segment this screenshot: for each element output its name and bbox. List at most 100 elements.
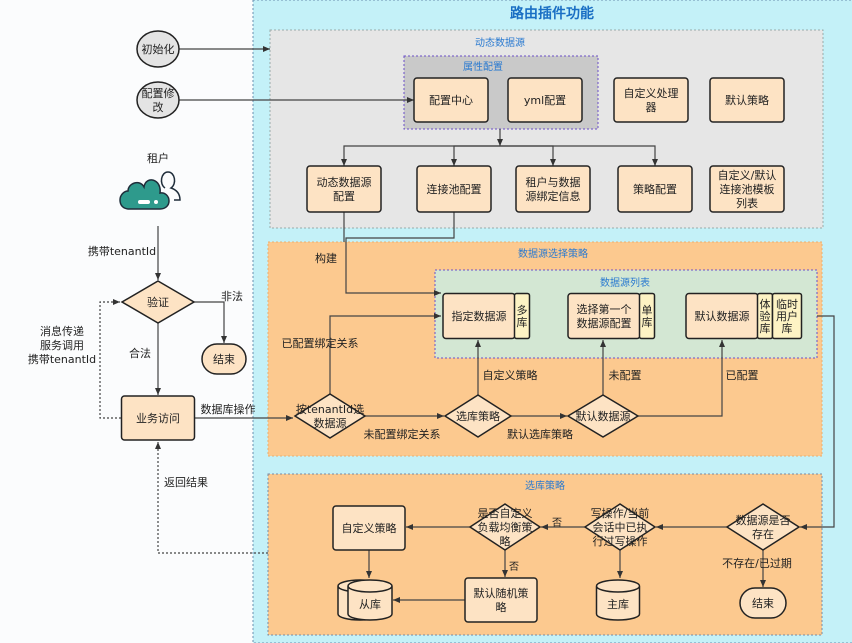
yml-text: yml配置	[524, 94, 566, 107]
default-sel-label-text: 默认选库策略	[507, 427, 573, 441]
box-shape	[332, 505, 406, 551]
write-op-text: 写操作/当前会话中已执行过写操作	[591, 506, 650, 548]
text-line: 合法	[129, 346, 151, 360]
build-edge	[345, 212, 455, 296]
dynamic-pool-template-node[interactable]: 自定义/默认连接池模板列表	[709, 165, 785, 213]
selection-temp-node[interactable]: 临时用户库	[771, 292, 803, 340]
selection-single-node[interactable]: 单库	[638, 292, 656, 340]
box-shape	[567, 292, 641, 340]
text-line: 业务访问	[136, 412, 180, 425]
text-line: 器	[646, 101, 657, 114]
text-line: 负载均衡策	[478, 520, 533, 534]
external-business-node[interactable]: 业务访问	[120, 395, 196, 441]
selection-default-dec-node[interactable]: 默认数据源	[566, 394, 640, 438]
configured-edge	[638, 340, 725, 417]
text-line: 从库	[359, 598, 381, 611]
text-line: 默认数据源	[695, 309, 750, 323]
text-line: 数据源选择策略	[518, 247, 588, 260]
selection-specified-node[interactable]: 指定数据源	[442, 292, 516, 340]
message-loop-edge	[99, 299, 121, 419]
box-shape	[613, 77, 689, 123]
diamond-shape	[443, 394, 513, 438]
text-line: 配置中心	[429, 94, 473, 107]
message-label-text: 消息传递服务调用携带tenantId	[28, 324, 96, 366]
box-shape	[709, 77, 785, 123]
text-line: 携带tenantId	[28, 352, 96, 366]
exists-text: 数据源是否存在	[736, 513, 791, 541]
dynamic-pool-config-node[interactable]: 连接池配置	[416, 165, 492, 213]
tenant-cloud-icon	[119, 171, 181, 210]
selection-panel-label-text: 数据源选择策略	[518, 247, 588, 260]
selection-by-tenant-node[interactable]: 按tenantId选数据源	[293, 393, 367, 439]
text-line: 已配置绑定关系	[282, 336, 359, 350]
custom-lb-text: 是否自定义负载均衡策略	[478, 506, 533, 548]
text-line: 库	[760, 322, 771, 335]
business-text: 业务访问	[136, 412, 180, 425]
text-line: 默认数据源	[576, 409, 631, 423]
selection-first-node[interactable]: 选择第一个数据源配置	[567, 292, 641, 340]
tenant-binding-text: 租户与数据源绑定信息	[526, 175, 581, 203]
external-verify-node[interactable]: 验证	[120, 280, 196, 324]
text-line: 自定义/默认	[718, 168, 777, 182]
text-line: 略	[500, 534, 511, 548]
text-line: 主库	[607, 598, 629, 611]
terminator-shape	[739, 587, 787, 619]
text-line: 库	[642, 316, 653, 329]
text-line: 已配置	[726, 369, 759, 382]
text-line: 多	[517, 303, 528, 317]
routing-write-op-node[interactable]: 写操作/当前会话中已执行过写操作	[583, 503, 657, 551]
diamond-shape	[583, 503, 657, 551]
routing-master-node[interactable]: 主库	[595, 579, 641, 621]
routing-end-node[interactable]: 结束	[739, 587, 787, 619]
routing-slave-node[interactable]: 从库	[337, 579, 393, 621]
attr-panel-label-text: 属性配置	[463, 60, 503, 73]
ds-config-text: 动态数据源配置	[317, 175, 372, 203]
selection-trial-node[interactable]: 体验库	[756, 292, 774, 340]
text-line: 租户与数据	[526, 175, 581, 189]
routing-exists-node[interactable]: 数据源是否存在	[725, 503, 801, 551]
text-line: 选库策略	[525, 479, 565, 492]
dynamic-config-center-node[interactable]: 配置中心	[413, 77, 489, 123]
selection-multi-node[interactable]: 多库	[513, 292, 531, 340]
text-line: 会话中已执	[593, 520, 648, 534]
selection-strategy-node[interactable]: 选库策略	[443, 394, 513, 438]
text-line: 库	[517, 316, 528, 329]
default-dec-text: 默认数据源	[576, 409, 631, 423]
box-shape	[617, 165, 693, 213]
circle-shape	[136, 81, 180, 119]
circle-shape	[136, 30, 180, 68]
text-line: 数据源	[314, 416, 347, 430]
text-line: 自定义策略	[342, 521, 397, 535]
first-text: 选择第一个数据源配置	[577, 302, 632, 330]
bound-edge	[329, 313, 441, 394]
default-strategy-text: 默认策略	[725, 93, 769, 107]
return-label-text: 返回结果	[164, 476, 208, 489]
text-line: yml配置	[524, 94, 566, 107]
routing-custom-strategy-node[interactable]: 自定义策略	[332, 505, 406, 551]
branch-pool-config	[451, 145, 500, 166]
text-line: 改	[153, 100, 164, 114]
dynamic-strategy-config-node[interactable]: 策略配置	[617, 165, 693, 213]
routing-custom-lb-node[interactable]: 是否自定义负载均衡策略	[468, 503, 542, 551]
dynamic-custom-handler-node[interactable]: 自定义处理器	[613, 77, 689, 123]
dynamic-ds-config-node[interactable]: 动态数据源配置	[306, 165, 382, 213]
routing-random-node[interactable]: 默认随机策略	[464, 577, 538, 623]
dynamic-default-strategy-node[interactable]: 默认策略	[709, 77, 785, 123]
external-end-node[interactable]: 结束	[201, 343, 247, 375]
list-panel-label-text: 数据源列表	[600, 276, 650, 289]
db-op-label-text: 数据库操作	[201, 402, 256, 416]
dynamic-yml-node[interactable]: yml配置	[507, 77, 583, 123]
verify-illegal	[194, 301, 227, 343]
not-exist-label-text: 不存在/已过期	[722, 556, 792, 570]
box-shape	[120, 395, 196, 441]
text-line: 携带tenantId	[88, 244, 156, 258]
text-line: 数据源配置	[577, 316, 632, 330]
external-config-change-node[interactable]: 配置修改	[136, 81, 180, 119]
verify-text: 验证	[147, 295, 169, 309]
external-init-node[interactable]: 初始化	[136, 30, 180, 68]
box-shape	[709, 165, 785, 213]
selection-default-ds-node[interactable]: 默认数据源	[685, 292, 759, 340]
dynamic-tenant-binding-node[interactable]: 租户与数据源绑定信息	[515, 165, 591, 213]
text-line: 是否自定义	[478, 506, 533, 520]
